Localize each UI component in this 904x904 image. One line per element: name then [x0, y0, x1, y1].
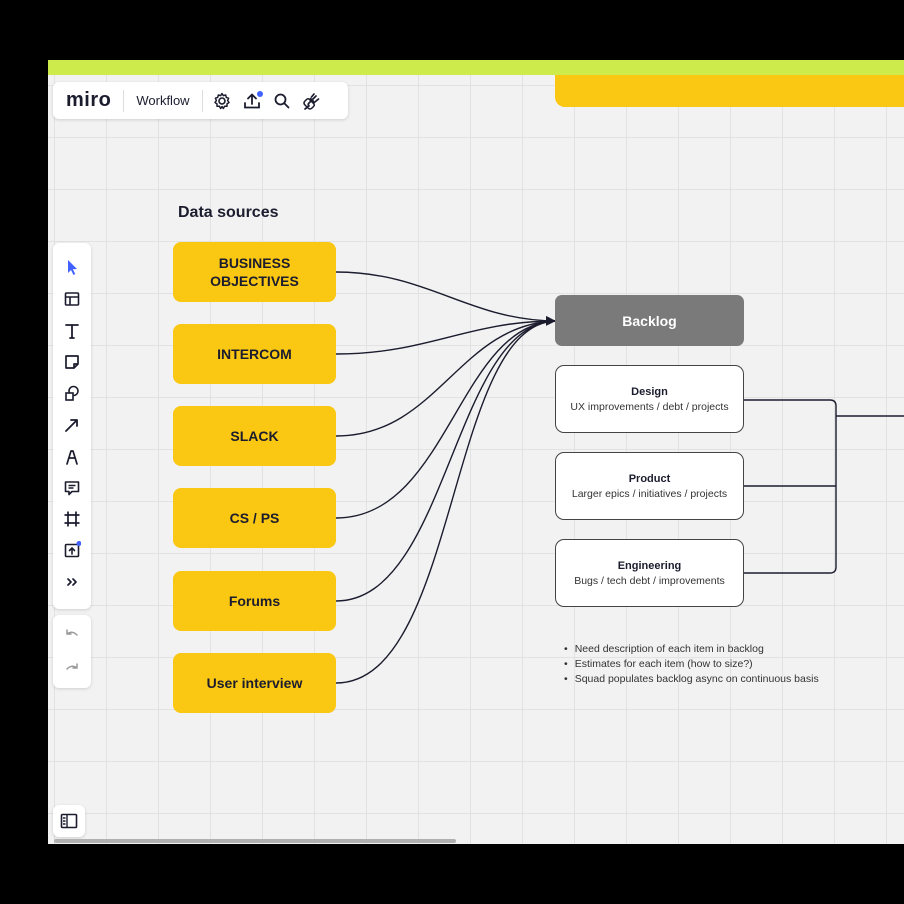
list-item: Squad populates backlog async on continu…: [564, 672, 819, 687]
horizontal-scrollbar[interactable]: [54, 839, 456, 843]
more-icon[interactable]: [62, 572, 82, 592]
notification-dot: [256, 90, 263, 97]
source-sticky-intercom[interactable]: INTERCOM: [173, 324, 336, 384]
card-title: Design: [631, 385, 668, 398]
yellow-banner-shape[interactable]: [555, 75, 904, 107]
redo-icon[interactable]: [62, 659, 82, 679]
card-product[interactable]: Product Larger epics / initiatives / pro…: [555, 452, 744, 520]
notes-list[interactable]: Need description of each item in backlog…: [564, 642, 819, 687]
top-toolbar: miro Workflow: [53, 82, 348, 119]
pen-icon[interactable]: [62, 447, 82, 467]
history-toolbar: [53, 615, 91, 688]
source-sticky-user-interview[interactable]: User interview: [173, 653, 336, 713]
toolbar-divider: [201, 89, 203, 112]
card-engineering[interactable]: Engineering Bugs / tech debt / improveme…: [555, 539, 744, 607]
plug-icon[interactable]: [302, 91, 322, 111]
source-sticky-cs-ps[interactable]: CS / PS: [173, 488, 336, 548]
undo-icon[interactable]: [62, 625, 82, 645]
shapes-icon[interactable]: [62, 383, 82, 403]
card-design[interactable]: Design UX improvements / debt / projects: [555, 365, 744, 433]
comment-icon[interactable]: [62, 478, 82, 498]
select-icon[interactable]: [62, 257, 82, 277]
list-item: Need description of each item in backlog: [564, 642, 819, 657]
toolbar-divider: [123, 89, 125, 112]
table-icon[interactable]: [62, 289, 82, 309]
search-icon[interactable]: [272, 91, 292, 111]
panel-toggle-icon[interactable]: [53, 805, 85, 837]
source-sticky-business-objectives[interactable]: BUSINESS OBJECTIVES: [173, 242, 336, 302]
card-subtitle: Larger epics / initiatives / projects: [571, 487, 728, 500]
backlog-shape[interactable]: Backlog: [555, 295, 744, 346]
list-item: Estimates for each item (how to size?): [564, 657, 819, 672]
left-toolbar: [53, 243, 91, 609]
upload-icon[interactable]: [62, 540, 82, 560]
card-subtitle: Bugs / tech debt / improvements: [574, 574, 725, 587]
sticky-note-icon[interactable]: [62, 352, 82, 372]
source-sticky-slack[interactable]: SLACK: [173, 406, 336, 466]
card-title: Engineering: [617, 559, 682, 572]
board-name[interactable]: Workflow: [136, 93, 190, 108]
card-subtitle: UX improvements / debt / projects: [570, 400, 729, 413]
text-icon[interactable]: [62, 321, 82, 341]
card-title: Product: [628, 472, 671, 485]
section-title-data-sources: Data sources: [178, 204, 279, 221]
board-canvas[interactable]: miro Workflow Data sources BUSINESS OBJE…: [48, 60, 904, 844]
miro-logo[interactable]: miro: [66, 89, 112, 111]
settings-icon[interactable]: [212, 91, 232, 111]
top-accent-bar: [48, 60, 904, 75]
arrow-icon[interactable]: [62, 415, 82, 435]
source-sticky-forums[interactable]: Forums: [173, 571, 336, 631]
upload-icon[interactable]: [242, 90, 263, 111]
frame-icon[interactable]: [62, 509, 82, 529]
